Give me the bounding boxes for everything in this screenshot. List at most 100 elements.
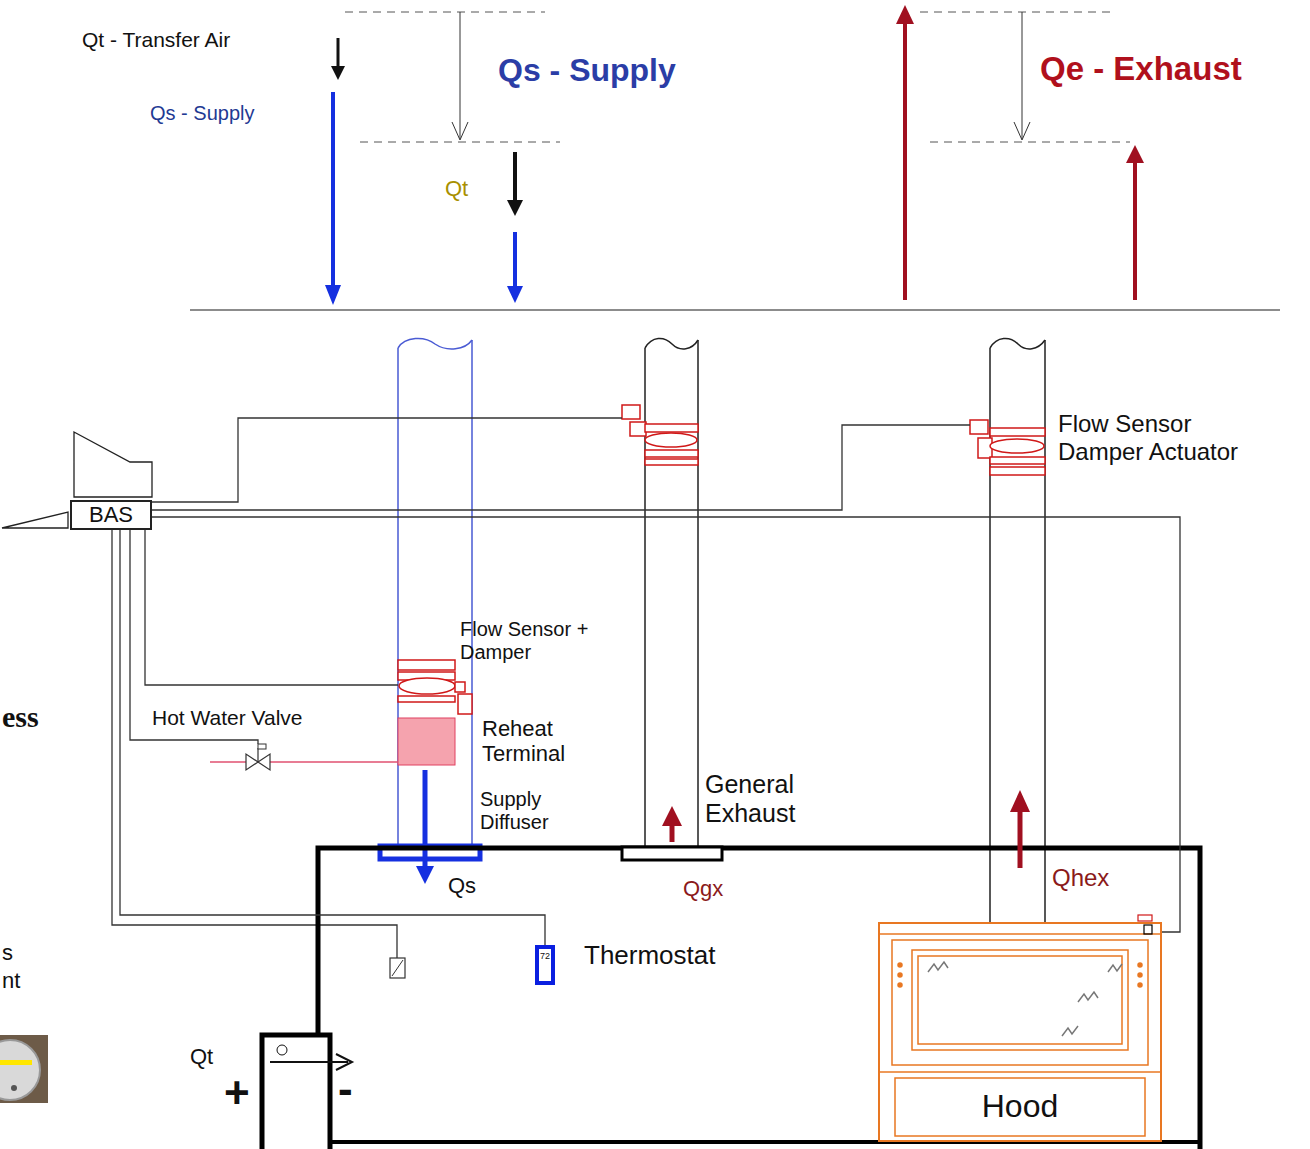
- fume-hood: [918, 956, 1122, 1044]
- exhaust-arrow: [896, 5, 1144, 300]
- flow-label: Qt: [190, 1044, 213, 1069]
- bas-workstation: [74, 432, 152, 497]
- fume-hood: [1138, 983, 1142, 987]
- transfer-arrow: [331, 38, 523, 216]
- fume-hood: [912, 950, 1128, 1050]
- fume-hood: [892, 940, 1148, 1065]
- flow-sensor-damper: [990, 467, 1045, 475]
- flow-sensor-damper: [455, 682, 465, 692]
- fume-hood: [898, 983, 902, 987]
- flow-sensor-damper: [990, 457, 1045, 464]
- controller-name: BAS: [89, 502, 133, 527]
- transfer-arrow: [513, 152, 517, 205]
- reheat-coil: [398, 718, 455, 765]
- part-label: General Exhaust: [705, 770, 855, 828]
- dimension-lines: [930, 142, 1130, 143]
- fume-hood: [1078, 992, 1098, 1002]
- thermostat-label: Thermostat: [584, 941, 716, 971]
- fume-hood: [1138, 963, 1142, 967]
- exhaust-arrow: [1133, 160, 1137, 300]
- supply-arrow: [507, 286, 523, 303]
- pressure-sign: -: [338, 1064, 353, 1115]
- control-wires: [152, 418, 622, 502]
- room-walls: [318, 848, 1200, 1149]
- gauge-photo: [0, 1060, 32, 1065]
- bas-workstation: [2, 512, 68, 528]
- cropped-text: nt: [2, 968, 20, 993]
- flow-sensor-damper: [990, 428, 1045, 436]
- pressure-sign: +: [224, 1068, 250, 1119]
- transfer-arrow: [507, 200, 523, 216]
- gauge-photo: [11, 1085, 17, 1091]
- hot-water-valve: [210, 761, 398, 763]
- dimension-lines: [345, 12, 1130, 142]
- transfer-arrow: [337, 38, 340, 68]
- fume-hood: [878, 915, 1162, 1136]
- flow-sensor-damper: [399, 678, 455, 694]
- exhaust-arrow: [1126, 145, 1144, 163]
- control-wires: [145, 525, 398, 685]
- flow-sensor-damper: [458, 694, 472, 714]
- fume-hood: [898, 963, 902, 967]
- reheat-coil: [398, 718, 455, 765]
- flow-sensor-damper: [990, 439, 1044, 453]
- flow-label: Qt: [445, 176, 468, 201]
- fume-hood: [878, 933, 1162, 935]
- transfer-opening: [270, 1061, 348, 1063]
- control-wire: [152, 517, 1180, 932]
- dimension-lines: [460, 12, 461, 139]
- supply-diffuser: [423, 770, 428, 868]
- dimension-lines: [1022, 12, 1023, 139]
- flow-label: Qgx: [683, 876, 723, 901]
- flow-sensor-damper: [645, 433, 697, 447]
- control-wire: [120, 530, 545, 945]
- exhaust-grille: [1010, 790, 1030, 812]
- supply-diffuser: [416, 866, 434, 884]
- divider-line: [190, 309, 1280, 311]
- dimension-lines: [360, 142, 560, 143]
- supply-arrow: [331, 92, 335, 288]
- cropped-text: s: [2, 940, 13, 965]
- fume-hood: [898, 973, 902, 977]
- hot-water-valve: [258, 754, 270, 770]
- bas-controller: BAS: [70, 500, 152, 530]
- flow-sensor-damper: [398, 405, 1045, 714]
- exhaust-duct: [645, 340, 698, 848]
- flow-label: Qs: [448, 873, 476, 898]
- exhaust-duct: [645, 338, 698, 349]
- flow-sensor-damper: [970, 420, 988, 434]
- fume-hood: [1138, 973, 1142, 977]
- fume-hood: [928, 962, 948, 972]
- control-wires: [152, 425, 970, 510]
- hood-label: Hood: [880, 1088, 1160, 1125]
- flow-sensor-damper: [622, 405, 640, 419]
- hot-water-valve: [258, 744, 266, 749]
- thermostat-reading: 72: [539, 949, 551, 961]
- dimension-lines: [1014, 122, 1030, 140]
- dimension-lines: [452, 122, 468, 140]
- flow-sensor-damper: [398, 660, 455, 670]
- exhaust-arrow: [896, 5, 914, 24]
- pressure-sensor: [392, 960, 403, 976]
- part-label: Supply Diffuser: [480, 788, 580, 834]
- flow-sensor-damper: [645, 424, 698, 432]
- dimension-lines: [345, 12, 545, 13]
- flow-heading: Qe - Exhaust: [1040, 50, 1242, 88]
- exhaust-grille: [662, 806, 682, 826]
- exhaust-duct: [990, 340, 1045, 922]
- transfer-opening: [277, 1045, 287, 1055]
- flow-sensor-damper: [645, 450, 698, 457]
- supply-arrow: [513, 232, 517, 290]
- gauge-photo: [0, 1040, 40, 1100]
- part-label: Flow Sensor Damper Actuator: [1058, 410, 1273, 465]
- fume-hood: [1108, 964, 1122, 972]
- exhaust-grille: [622, 847, 722, 860]
- room-walls: [262, 1035, 330, 1149]
- thermostat: 72Thermostat: [535, 945, 555, 985]
- cropped-text: ess: [2, 700, 39, 735]
- hot-water-valve: [210, 744, 398, 770]
- flow-sensor-damper: [645, 459, 698, 465]
- fume-hood: Hood: [878, 922, 1162, 1142]
